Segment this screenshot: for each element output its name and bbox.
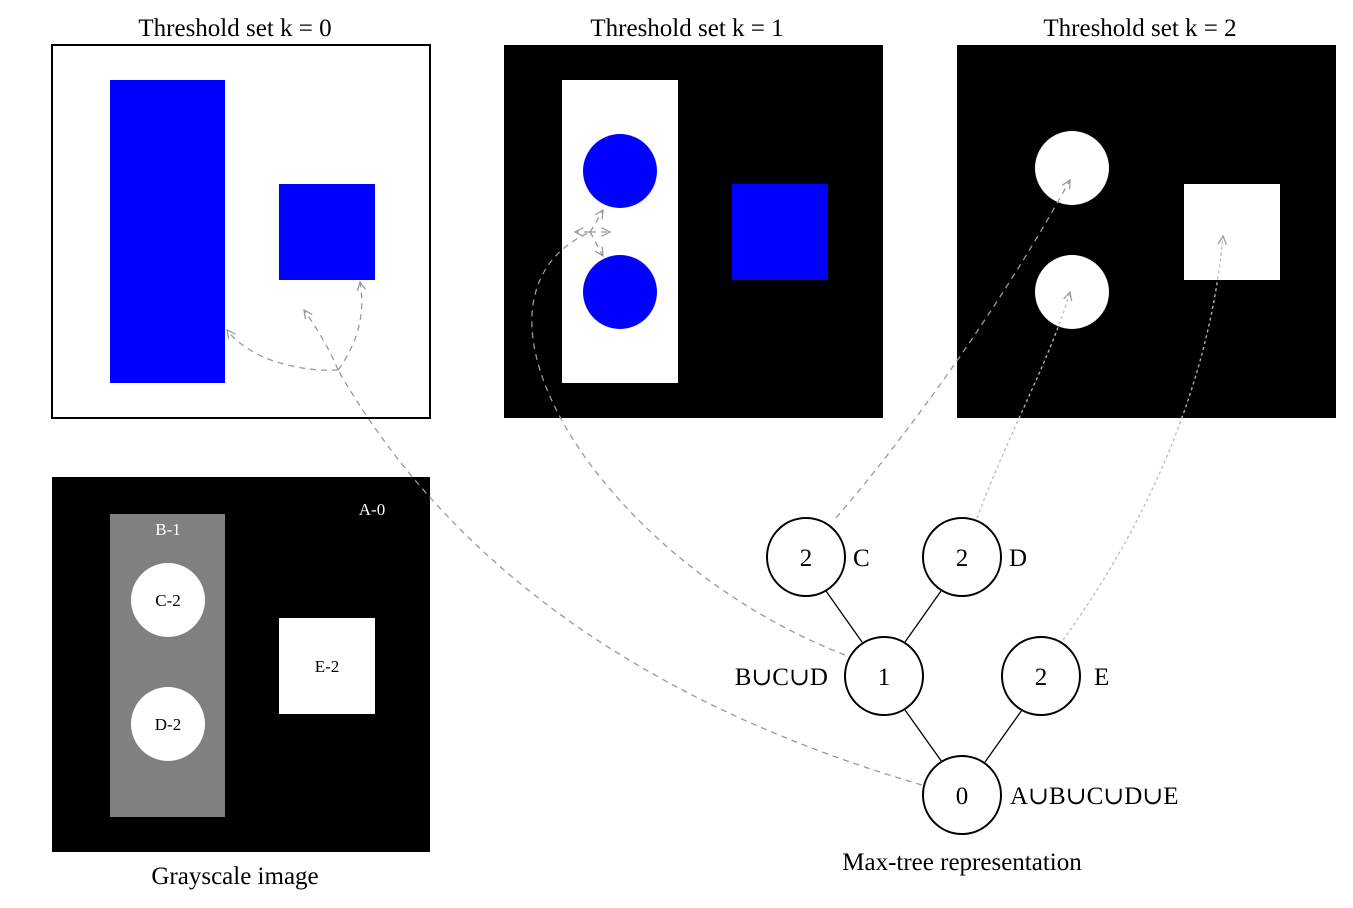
threshold-panel-k1: Threshold set k = 1 bbox=[504, 15, 883, 418]
node-d-label: D bbox=[1009, 545, 1027, 572]
k1-region-b-white bbox=[562, 80, 678, 383]
k2-region-c-white bbox=[1035, 131, 1109, 205]
k1-region-e-blue bbox=[732, 184, 828, 280]
node-b-circle bbox=[844, 636, 924, 716]
node-root-label: A∪B∪C∪D∪E bbox=[1010, 783, 1179, 810]
panel-title-k2: Threshold set k = 2 bbox=[1043, 15, 1236, 42]
tree-node-root: 0 A∪B∪C∪D∪E bbox=[922, 755, 1179, 835]
tree-edges bbox=[825, 590, 1023, 763]
label-e: E-2 bbox=[315, 657, 340, 676]
grayscale-region-e bbox=[279, 618, 375, 714]
threshold-panel-k2: Threshold set k = 2 bbox=[957, 15, 1336, 418]
node-b-value: 1 bbox=[878, 664, 891, 691]
grayscale-region-d bbox=[131, 687, 205, 761]
node-d-value: 2 bbox=[956, 545, 969, 572]
grayscale-region-c bbox=[131, 563, 205, 637]
panel-title-k0: Threshold set k = 0 bbox=[138, 15, 331, 42]
arrow-d-to-k2 bbox=[976, 292, 1070, 519]
tree-node-b: 1 B∪C∪D bbox=[735, 636, 924, 716]
correspondence-arrows bbox=[227, 180, 1223, 786]
grayscale-caption: Grayscale image bbox=[151, 863, 318, 890]
tree-node-e: 2 E bbox=[1001, 636, 1109, 716]
k1-region-c-blue bbox=[583, 134, 657, 208]
node-e-label: E bbox=[1094, 664, 1109, 691]
node-e-circle bbox=[1001, 636, 1081, 716]
arrow-k0-to-e bbox=[337, 282, 362, 371]
arrow-b-to-k1 bbox=[531, 231, 846, 656]
edge-b-c bbox=[825, 590, 863, 643]
grayscale-region-b bbox=[110, 514, 225, 817]
label-a: A-0 bbox=[359, 500, 385, 519]
k0-region-b-blue bbox=[110, 80, 225, 383]
k0-region-e-blue bbox=[279, 184, 375, 280]
k2-region-d-white bbox=[1035, 255, 1109, 329]
k2-region-e-white bbox=[1184, 184, 1280, 280]
edge-root-e bbox=[984, 709, 1023, 763]
node-root-circle bbox=[922, 755, 1002, 835]
label-c: C-2 bbox=[155, 591, 181, 610]
node-c-label: C bbox=[853, 545, 870, 572]
edge-root-b bbox=[904, 709, 943, 763]
node-c-value: 2 bbox=[800, 545, 813, 572]
grayscale-image: A-0 B-1 C-2 D-2 E-2 Grayscale image bbox=[52, 477, 430, 890]
node-d-circle bbox=[922, 517, 1002, 597]
panel-title-k1: Threshold set k = 1 bbox=[590, 15, 783, 42]
label-d: D-2 bbox=[155, 715, 181, 734]
node-c-circle bbox=[766, 517, 846, 597]
tree-node-c: 2 C bbox=[766, 517, 870, 597]
label-b: B-1 bbox=[155, 520, 181, 539]
arrow-k0-to-b bbox=[227, 330, 339, 371]
edge-b-d bbox=[904, 590, 942, 643]
tree-node-d: 2 D bbox=[922, 517, 1027, 597]
arrow-k1-to-c bbox=[589, 210, 603, 233]
arrow-e-to-k2 bbox=[1062, 236, 1223, 641]
arrow-k1-to-d bbox=[589, 231, 603, 256]
threshold-panel-k0: Threshold set k = 0 bbox=[51, 15, 431, 419]
node-e-value: 2 bbox=[1035, 664, 1048, 691]
tree-caption: Max-tree representation bbox=[842, 849, 1082, 876]
k1-region-d-blue bbox=[583, 255, 657, 329]
node-b-label: B∪C∪D bbox=[735, 664, 828, 691]
arrow-root-to-k0 bbox=[337, 369, 923, 786]
node-root-value: 0 bbox=[956, 783, 969, 810]
arrow-k0-mid bbox=[304, 310, 339, 371]
